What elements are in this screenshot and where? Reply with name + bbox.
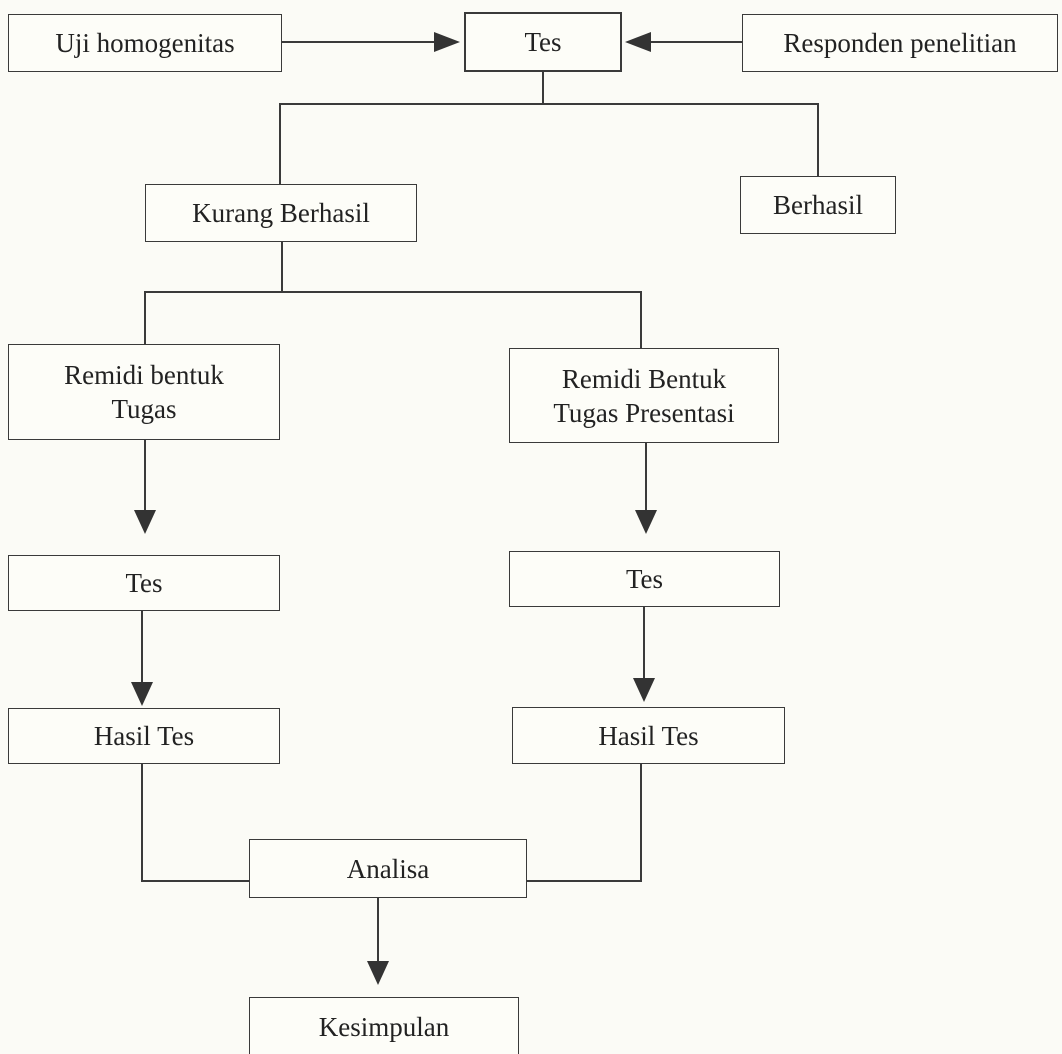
arrowhead-tes-right-to-hasil [633, 678, 655, 702]
node-kurang-berhasil-label: Kurang Berhasil [192, 198, 370, 228]
node-remidi-tugas-line-1: Remidi bentuk [64, 360, 224, 390]
node-uji-homogenitas: Uji homogenitas [8, 14, 282, 72]
node-tes-top: Tes [464, 12, 622, 72]
node-berhasil-label: Berhasil [773, 190, 863, 220]
node-kesimpulan: Kesimpulan [249, 997, 519, 1054]
arrowhead-tes-left-to-hasil [131, 682, 153, 706]
node-hasil-tes-left-label: Hasil Tes [93, 721, 195, 751]
node-tes-top-label: Tes [524, 27, 562, 57]
node-remidi-tugas: Remidi bentuk Tugas [8, 344, 280, 440]
node-tes-left: Tes [8, 555, 280, 611]
edge-branch-to-remidi [144, 291, 642, 348]
edge-hasil-right-to-analisa [527, 764, 642, 882]
node-berhasil: Berhasil [740, 176, 896, 234]
node-hasil-tes-left: Hasil Tes [8, 708, 280, 764]
arrowhead-responden-to-tes [625, 32, 651, 52]
node-analisa-label: Analisa [346, 853, 430, 884]
node-responden-penelitian: Responden penelitian [742, 14, 1058, 72]
node-remidi-presentasi-line-1: Remidi Bentuk [561, 363, 727, 394]
node-tes-right-label: Tes [625, 564, 664, 594]
node-tes-right: Tes [509, 551, 780, 607]
node-remidi-presentasi-line-2: Tugas Presentasi [553, 397, 735, 428]
node-kurang-berhasil: Kurang Berhasil [145, 184, 417, 242]
edge-branch-to-kurang [279, 103, 819, 184]
node-remidi-presentasi: Remidi Bentuk Tugas Presentasi [509, 348, 779, 443]
arrowhead-analisa-to-kesimpulan [367, 961, 389, 985]
arrowhead-remidi-presentasi-to-tes [635, 510, 657, 534]
node-analisa: Analisa [249, 839, 527, 898]
node-tes-left-label: Tes [125, 568, 163, 598]
node-hasil-tes-right: Hasil Tes [512, 707, 785, 764]
node-uji-homogenitas-label: Uji homogenitas [55, 28, 235, 58]
arrowhead-uji-to-tes [434, 32, 460, 52]
node-kesimpulan-label: Kesimpulan [318, 1012, 450, 1042]
node-hasil-tes-right-label: Hasil Tes [598, 720, 699, 751]
edge-hasil-left-to-analisa [141, 764, 249, 882]
arrowhead-remidi-tugas-to-tes [134, 510, 156, 534]
node-remidi-tugas-line-2: Tugas [111, 394, 177, 424]
node-responden-penelitian-label: Responden penelitian [783, 28, 1017, 58]
